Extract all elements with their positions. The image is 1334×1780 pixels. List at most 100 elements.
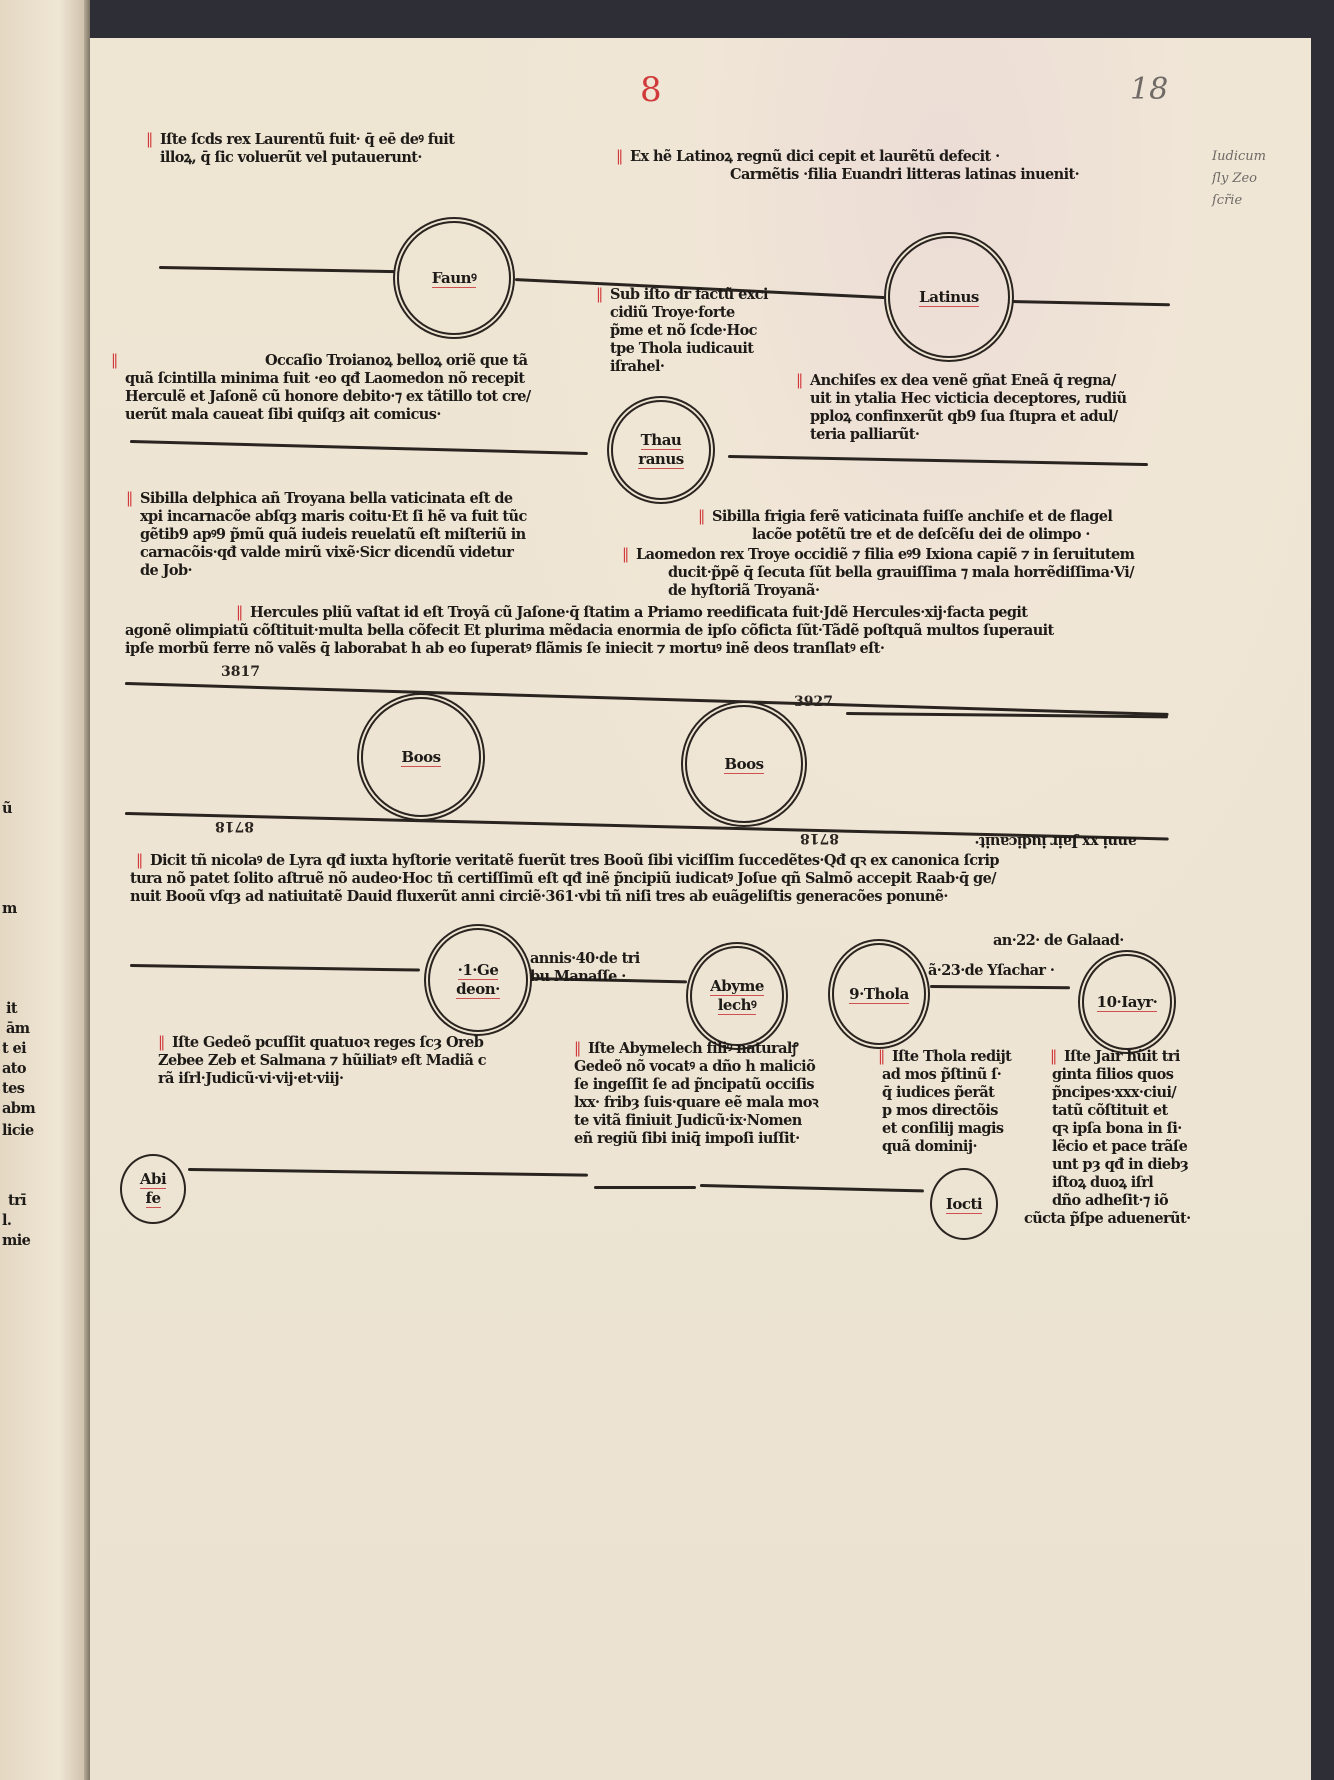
text-line: iſrahel· <box>610 358 665 375</box>
circle-label: Iocti <box>945 1194 983 1214</box>
note-sibilla-frigia: Sibilla frigia ferẽ vaticinata fuiſſe an… <box>698 508 1113 544</box>
note-ysachar: ã·23·de Yſachar · <box>928 962 1055 979</box>
margin-note-line: ſcr̃ie <box>1212 193 1243 208</box>
circle-label: Boos <box>401 747 441 767</box>
left-page-fragment: tes <box>2 1080 25 1097</box>
text-line: q̄ iudices p̃erãt <box>882 1084 995 1101</box>
text-line: Gedeõ nõ vocatꝰ a dño h maliciõ <box>574 1058 816 1075</box>
note-sub-isto: Sub iſto dr factũ exci cidiũ Troye·forte… <box>596 286 769 376</box>
note-iste-thola: Iſte Thola redijt ad mos p̃ſtinũ ſ· q̄ i… <box>878 1048 1012 1156</box>
note-galaad: an·22· de Galaad· <box>993 932 1124 949</box>
text-line: de hyſtoriã Troyanã· <box>668 582 820 599</box>
text-line: Anchiſes ex dea venẽ gñat Eneã q̄ regna/ <box>810 372 1116 389</box>
text-line: uerũt mala caueat ſibi quiſqȝ ait comicu… <box>125 406 441 423</box>
text-line: agonẽ olimpiatũ cõſtituit·multa bella cõ… <box>125 622 1054 639</box>
circle-label: Faunꝰ <box>431 268 477 288</box>
circle-label: Latinus <box>919 287 979 307</box>
note-occasio: Occaſio Troianoꝝ belloꝝ oriẽ que tã quã … <box>111 352 531 424</box>
circle-label: lechꝰ <box>717 996 757 1015</box>
note-latinorum-regnum: Ex hẽ Latinoꝝ regnũ dici cepit et laurẽt… <box>616 148 1080 184</box>
text-line: quã ſcintilla minima fuit ·eo qđ Laomedo… <box>125 370 525 387</box>
circle-abymelech: Abyme lechꝰ <box>690 946 784 1046</box>
text-line: Iſte Thola redijt <box>892 1048 1012 1065</box>
text-line: ginta filios quos <box>1052 1066 1174 1083</box>
circle-label: Abi <box>139 1170 167 1189</box>
text-line: Sibilla delphica añ Troyana bella vatici… <box>140 490 513 507</box>
left-page-fragment: m <box>2 900 17 917</box>
circle-latinus: Latinus <box>888 236 1010 358</box>
text-line: Carmẽtis ·filia Euandri litteras latinas… <box>730 166 1080 183</box>
text-line: tura nõ patet ſolito aſtruẽ nõ audeo·Hoc… <box>130 870 997 887</box>
text-line: de Job· <box>140 562 193 579</box>
circle-label: ·1·Ge <box>457 961 499 980</box>
text-line: nuit Booũ vſqȝ ad natiuitatẽ Dauid fluxe… <box>130 888 948 905</box>
text-line: xpi incarnacõe abſqȝ maris coitu·Et ſi h… <box>140 508 527 525</box>
text-line: lxx· fribȝ ſuis·quare eẽ mala moꝛ <box>574 1094 819 1111</box>
circle-iayr: 10·Iayr· <box>1082 954 1172 1050</box>
text-line: tpe Thola iudicauit <box>610 340 754 357</box>
text-line: te vitã finiuit Judicũ·ix·Nomen <box>574 1112 802 1129</box>
note-inverted: anni xx Jair iudicauit· <box>975 833 1137 850</box>
text-line: Ex hẽ Latinoꝝ regnũ dici cepit et laurẽt… <box>630 148 1000 165</box>
text-line: gẽtib9 apꝰ9 p̃mũ quã iudeis reuelatũ eſt… <box>140 526 526 543</box>
left-page-fragment: ām <box>6 1020 30 1037</box>
text-line: unt pȝ qđ in diebȝ <box>1052 1156 1189 1173</box>
text-line: dño adheſit·⁊ iõ <box>1052 1192 1169 1209</box>
text-line: Zebee Zeb et Salmana ⁊ hũiliatꝰ eſt Madi… <box>158 1052 487 1069</box>
circle-thauranus: Thau ranus <box>611 400 711 500</box>
text-line: iſtoꝝ duoꝝ iſrl <box>1052 1174 1154 1191</box>
circle-iocti: Iocti <box>930 1168 998 1240</box>
text-line: lacõe potẽtũ tre et de deſcẽſu dei de ol… <box>752 526 1090 543</box>
text-line: Laomedon rex Troye occidiẽ ⁊ filia eꝰ9 I… <box>636 546 1135 563</box>
circle-label: Thau <box>640 431 682 450</box>
left-page-fragment: ato <box>2 1060 27 1077</box>
circle-label: Abyme <box>710 977 764 996</box>
text-line: illoꝝ, q̄ ſic voluerũt vel putauerunt· <box>160 149 422 166</box>
text-line: rã iſrl·Judicũ·vi·vij·et·viij· <box>158 1070 344 1087</box>
text-line: uit in ytalia Hec victicia deceptores, r… <box>810 390 1127 407</box>
circle-label: fe <box>145 1189 161 1208</box>
text-line: ipſe morbũ ferre nõ valẽs q̄ laborabat h… <box>125 640 885 657</box>
note-iste-secundus: Iſte ſcds rex Laurentũ fuit· q̄ eē deꝰ f… <box>146 131 455 167</box>
text-line: Iſte Jair hũit tri <box>1064 1048 1180 1065</box>
circle-boos-2: Boos <box>685 705 803 823</box>
left-page-fragment: t ei <box>2 1040 27 1057</box>
text-line: ſe ingeſſit ſe ad p̃ncipatũ occiſis <box>574 1076 815 1093</box>
margin-note-line: Iudicum <box>1212 149 1266 164</box>
facing-page-edge: ũ m it ām t ei ato tes abm licie trī l. … <box>0 0 84 1780</box>
text-line: carnacõis·qđ valde mirũ vixẽ·Sicr dicend… <box>140 544 514 561</box>
text-line: cidiũ Troye·forte <box>610 304 735 321</box>
left-page-fragment: mie <box>2 1232 31 1249</box>
note-dicit-nicolaus: Dicit tñ nicolaꝰ de Lyra qđ iuxta hyſtor… <box>130 852 1000 906</box>
text-line: bu Manaſſe · <box>530 968 626 985</box>
year-label-inverted: 8718 <box>215 818 254 834</box>
text-line: p mos directõis <box>882 1102 998 1119</box>
left-page-fragment: trī <box>8 1192 27 1209</box>
circle-thola: 9·Thola <box>832 943 926 1045</box>
text-line: tatũ cõſtituit et <box>1052 1102 1168 1119</box>
text-line: quã dominij· <box>882 1138 978 1155</box>
text-line: Hercules pliũ vaſtat id eſt Troyã cũ Jaſ… <box>250 604 1054 622</box>
text-line: Sub iſto dr factũ exci <box>610 286 769 303</box>
text-line: Occaſio Troianoꝝ belloꝝ oriẽ que tã <box>265 352 528 369</box>
left-page-fragment: ũ <box>2 800 13 817</box>
circle-gedeon: ·1·Ge deon· <box>428 928 528 1032</box>
text-line: Sibilla frigia ferẽ vaticinata fuiſſe an… <box>712 508 1113 525</box>
text-line: lẽcio et pace trãſe <box>1052 1138 1188 1155</box>
year-label: 3927 <box>794 694 833 710</box>
margin-note-line: ſly Zeo <box>1212 171 1257 186</box>
text-line: ducit·p̃pẽ q̄ ſecuta ſũt bella grauiſſim… <box>668 564 1135 581</box>
text-line: p̃me et nõ ſcde·Hoc <box>610 322 757 339</box>
year-label-inverted: 8718 <box>800 830 839 846</box>
text-line: Iſte Abymelech filiꝰ naturalꝭ <box>588 1040 799 1057</box>
note-anchises: Anchiſes ex dea venẽ gñat Eneã q̄ regna/… <box>796 372 1127 444</box>
note-iste-gedeon: Iſte Gedeõ pcuſſit quatuoꝛ reges ſcȝ Ore… <box>158 1034 487 1088</box>
note-iste-abymelech: Iſte Abymelech filiꝰ naturalꝭ Gedeõ nõ v… <box>574 1040 819 1148</box>
rubric-folio-number: 8 <box>640 70 662 110</box>
text-line: teria palliarũt· <box>810 426 920 443</box>
note-hercules: Hercules pliũ vaſtat id eſt Troyã cũ Jaſ… <box>125 604 1054 658</box>
circle-abife: Abi fe <box>120 1154 186 1224</box>
circle-boos-1: Boos <box>361 697 481 817</box>
left-page-fragment: l. <box>2 1212 12 1229</box>
year-label: 3817 <box>221 664 260 680</box>
